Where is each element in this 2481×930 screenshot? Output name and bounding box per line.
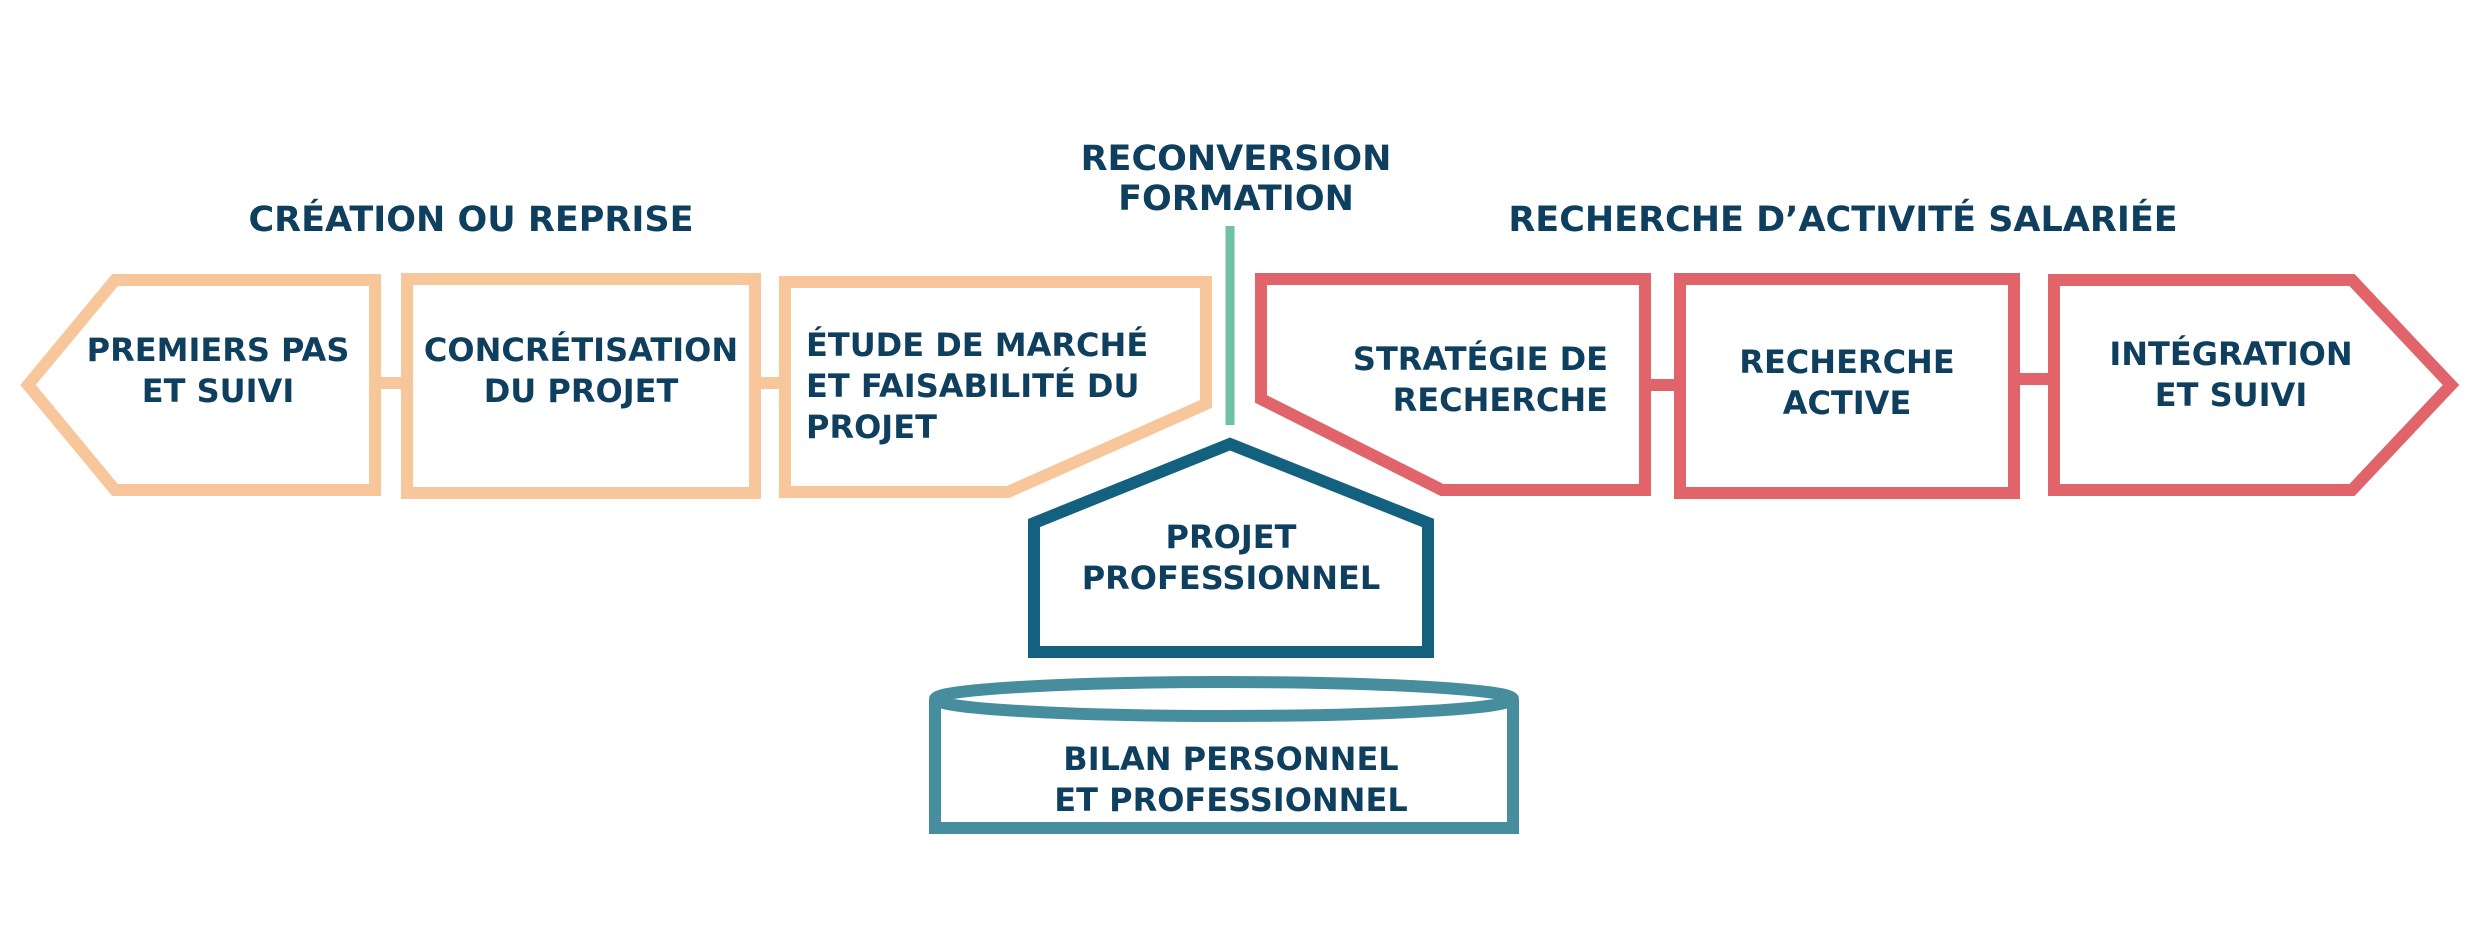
step-etude-marche-line3: PROJET [806,408,937,446]
step-recherche-active-line2: ACTIVE [1783,384,1912,422]
step-etude-marche-line1: ÉTUDE DE MARCHÉ [806,326,1148,364]
connector-creation-2 [755,377,785,389]
step-strategie-recherche-line2: RECHERCHE [1393,381,1608,419]
step-strategie-recherche: STRATÉGIE DE RECHERCHE [1255,273,1651,496]
heading-reconversion-line1: RECONVERSION [1081,139,1392,179]
step-etude-marche: ÉTUDE DE MARCHÉ ET FAISABILITÉ DU PROJET [779,276,1212,498]
step-concretisation-line1: CONCRÉTISATION [424,331,738,369]
step-etude-marche-line2: ET FAISABILITÉ DU [806,367,1139,405]
step-premiers-pas: PREMIERS PAS ET SUIVI [20,274,381,496]
heading-reconversion-line2: FORMATION [1118,179,1354,219]
step-integration-line1: INTÉGRATION [2109,335,2352,373]
bilan-personnel-line2: ET PROFESSIONNEL [1054,781,1407,819]
step-premiers-pas-line2: ET SUIVI [142,372,294,410]
step-concretisation: CONCRÉTISATION DU PROJET [401,273,761,499]
heading-creation: CRÉATION OU REPRISE [248,198,693,240]
projet-professionnel-line2: PROFESSIONNEL [1082,559,1381,597]
step-integration-line2: ET SUIVI [2155,376,2307,414]
step-recherche-active-line1: RECHERCHE [1739,343,1954,381]
step-recherche-active: RECHERCHE ACTIVE [1674,273,2020,499]
connector-recherche-1 [1645,379,1675,391]
connector-recherche-2 [2014,373,2054,385]
bilan-personnel: BILAN PERSONNEL ET PROFESSIONNEL [929,676,1519,834]
connector-creation-1 [375,377,405,389]
step-premiers-pas-line1: PREMIERS PAS [87,331,350,369]
projet-professionnel: PROJET PROFESSIONNEL [1028,437,1434,658]
heading-recherche: RECHERCHE D’ACTIVITÉ SALARIÉE [1508,198,2177,240]
step-concretisation-line2: DU PROJET [484,372,679,410]
projet-professionnel-line1: PROJET [1166,518,1297,556]
step-strategie-recherche-line1: STRATÉGIE DE [1353,340,1608,378]
bilan-personnel-line1: BILAN PERSONNEL [1063,740,1398,778]
step-integration: INTÉGRATION ET SUIVI [2048,274,2460,496]
